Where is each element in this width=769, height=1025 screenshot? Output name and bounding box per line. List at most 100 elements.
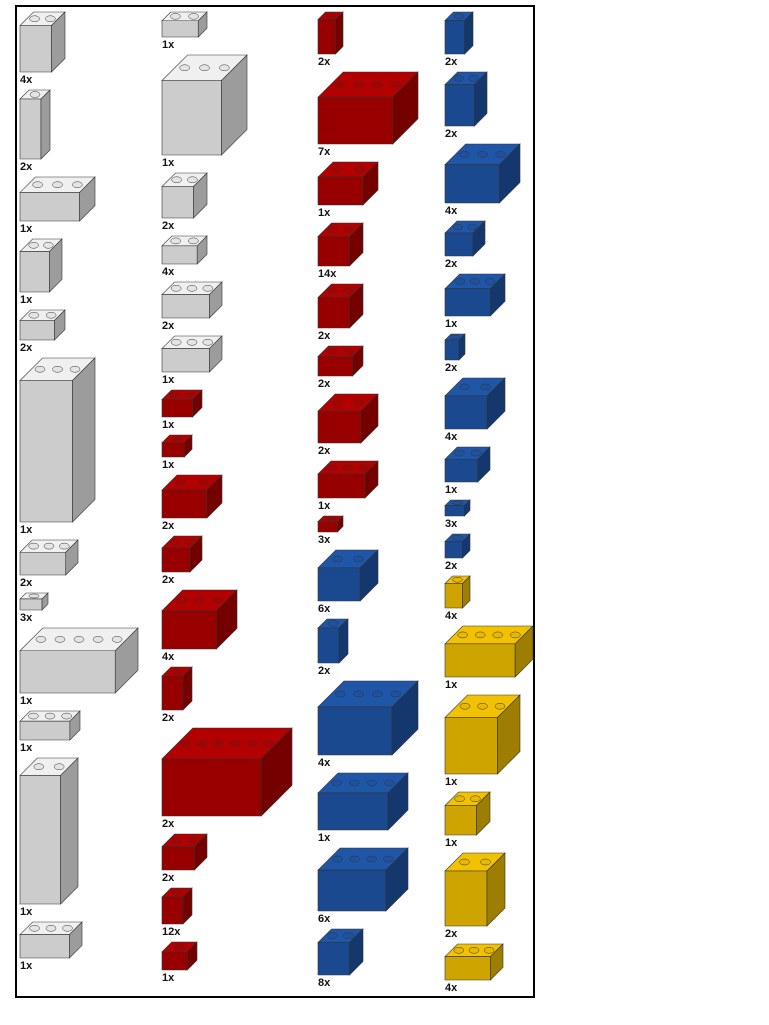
brick-side <box>474 71 488 127</box>
brick-icon <box>444 143 521 204</box>
brick-side <box>260 727 293 817</box>
brick-front <box>317 410 362 444</box>
stud <box>171 837 182 844</box>
stud <box>171 176 182 183</box>
part-yellow <box>444 575 471 609</box>
stud <box>184 391 195 398</box>
stud <box>202 285 214 292</box>
part-blue <box>317 928 364 976</box>
brick-side <box>359 549 379 602</box>
brick-front <box>19 320 55 341</box>
brick-front <box>19 598 43 611</box>
stud <box>342 464 354 471</box>
brick-side <box>360 393 379 444</box>
brick-icon <box>444 852 506 927</box>
brick-icon <box>317 618 349 664</box>
brick-front <box>444 956 491 981</box>
brick-icon <box>317 515 344 533</box>
stud <box>43 242 54 249</box>
brick-icon <box>19 627 139 694</box>
brick-front <box>444 288 491 317</box>
part-white <box>19 592 49 611</box>
stud <box>331 166 343 173</box>
stud <box>348 779 360 787</box>
part-red <box>317 222 364 267</box>
stud <box>343 348 355 355</box>
brick-front <box>19 934 70 959</box>
stud <box>390 81 402 88</box>
part-quantity: 2x <box>445 128 458 140</box>
part-quantity: 6x <box>318 913 331 925</box>
part-white <box>19 11 66 73</box>
stud <box>212 597 223 604</box>
brick-icon <box>444 625 534 678</box>
brick-side <box>40 89 51 160</box>
part-white <box>19 921 83 959</box>
brick-icon <box>161 589 238 650</box>
brick-side <box>209 335 223 373</box>
brick-side <box>197 11 208 38</box>
brick-side <box>54 309 66 341</box>
part-quantity: 1x <box>445 318 458 330</box>
part-quantity: 8x <box>318 977 331 989</box>
brick-side <box>114 627 139 694</box>
part-quantity: 1x <box>318 207 331 219</box>
brick-front <box>161 294 210 319</box>
stud <box>202 339 214 346</box>
brick-front <box>19 551 67 576</box>
part-quantity: 1x <box>20 960 33 972</box>
stud <box>44 712 56 720</box>
stud <box>213 740 224 747</box>
brick-front <box>161 758 262 817</box>
brick-icon <box>161 887 193 925</box>
part-quantity: 4x <box>445 982 458 994</box>
part-quantity: 2x <box>162 872 175 884</box>
part-white <box>19 176 96 222</box>
part-quantity: 1x <box>20 294 33 306</box>
brick-icon <box>161 941 198 971</box>
brick-front <box>161 80 222 156</box>
part-quantity: 1x <box>445 484 458 496</box>
part-quantity: 1x <box>445 837 458 849</box>
brick-icon <box>317 161 379 206</box>
part-quantity: 2x <box>318 330 331 342</box>
brick-front <box>161 399 193 418</box>
stud <box>453 947 465 954</box>
part-white <box>19 89 51 160</box>
stud <box>45 15 56 22</box>
part-red <box>317 161 379 206</box>
part-blue <box>444 143 521 204</box>
part-quantity: 4x <box>162 651 175 663</box>
brick-front <box>19 192 80 222</box>
brick-side <box>385 847 409 912</box>
part-quantity: 1x <box>318 832 331 844</box>
brick-icon <box>444 575 471 609</box>
stud <box>230 740 241 747</box>
stud <box>483 947 495 954</box>
stud <box>454 278 466 285</box>
part-white <box>19 238 63 293</box>
brick-front <box>19 650 116 694</box>
parts-list-frame <box>15 5 535 998</box>
stud <box>171 436 183 442</box>
part-quantity: 4x <box>445 205 458 217</box>
brick-side <box>60 757 79 905</box>
part-quantity: 4x <box>20 74 33 86</box>
stud <box>170 285 182 292</box>
brick-front <box>161 186 194 219</box>
brick-icon <box>317 847 409 912</box>
part-yellow <box>444 852 506 927</box>
part-white <box>19 627 139 694</box>
brick-icon <box>19 357 96 523</box>
part-blue <box>444 11 474 55</box>
stud <box>484 278 496 285</box>
brick-front <box>161 846 195 871</box>
part-white <box>19 357 96 523</box>
brick-icon <box>317 11 344 55</box>
brick-side <box>392 71 419 145</box>
brick-side <box>221 54 248 156</box>
part-blue <box>444 377 506 430</box>
brick-front <box>444 339 460 361</box>
brick-front <box>444 541 463 559</box>
brick-side <box>458 333 466 361</box>
